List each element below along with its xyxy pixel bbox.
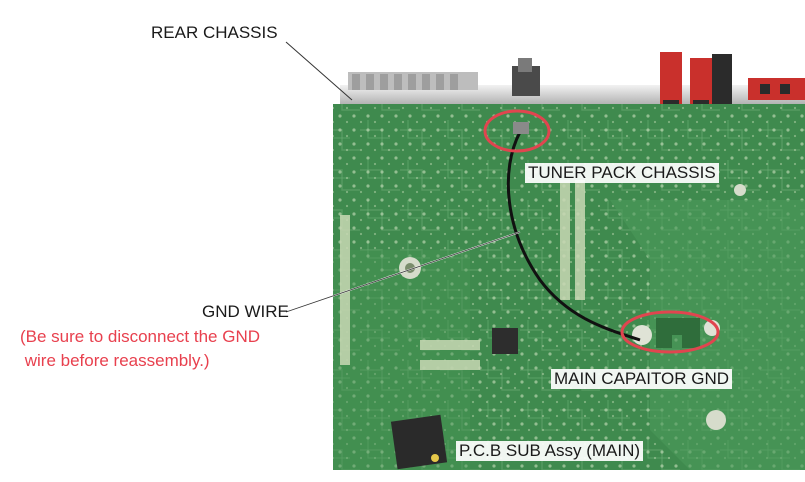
gnd-wire xyxy=(506,131,641,342)
tuner-gnd-highlight xyxy=(483,109,551,153)
capacitor-gnd-highlight xyxy=(620,310,720,354)
disconnect-note-line2: wire before reassembly.) xyxy=(20,351,210,370)
main-capacitor-gnd-label: MAIN CAPAITOR GND xyxy=(551,369,733,389)
disconnect-note-line1: (Be sure to disconnect the GND xyxy=(20,327,261,346)
gnd-wire-label: GND WIRE xyxy=(202,302,289,321)
pcb-sub-assy-label: P.C.B SUB Assy (MAIN) xyxy=(456,441,644,461)
rear-chassis xyxy=(340,58,805,107)
tuner-pack-chassis-label: TUNER PACK CHASSIS xyxy=(525,163,719,183)
pcb-board xyxy=(333,104,805,470)
rear-chassis-leader xyxy=(285,41,353,101)
rear-chassis-label: REAR CHASSIS xyxy=(151,23,278,42)
